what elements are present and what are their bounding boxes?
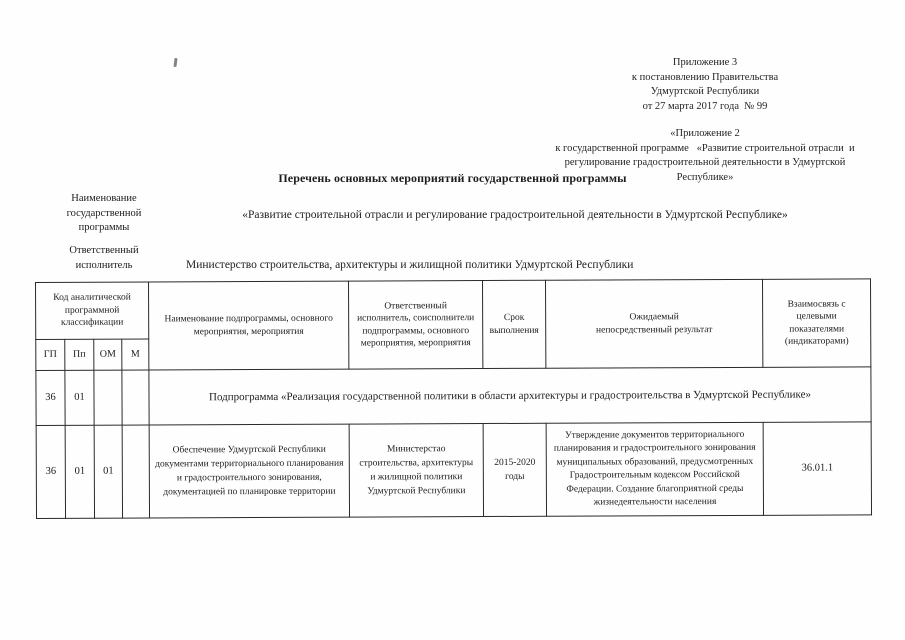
- cell-text-line: муниципальных образований, предусмотренн…: [556, 456, 754, 468]
- header-line: Код аналитической: [53, 292, 131, 304]
- cell-m: [121, 370, 150, 426]
- cell-measure-name: Обеспечение Удмуртской Республики докуме…: [149, 424, 350, 519]
- header-responsible-executor: Ответственный исполнитель, соисполнители…: [348, 280, 483, 370]
- meta-label-line: Наименование: [71, 193, 137, 204]
- cell-text-line: и градостроительного зонирования,: [176, 472, 322, 484]
- header-line: Срок: [503, 312, 525, 323]
- header-line: мероприятия, мероприятия: [193, 326, 304, 337]
- cell-pp: 01: [65, 425, 95, 519]
- cell-om: [93, 370, 123, 426]
- cell-text-line: 2015-2020: [494, 457, 536, 468]
- header-code-pp: Пп: [64, 339, 94, 371]
- cell-text-line: Федерации. Создание благоприятной среды: [566, 483, 744, 495]
- header-line: подпрограммы, основного: [362, 325, 470, 337]
- meta-label-program-name: Наименование государственной программы: [40, 192, 168, 236]
- table-row: 36 01 01 Обеспечение Удмуртской Республи…: [36, 421, 872, 519]
- appendix-reference-block: Приложение 3 к постановлению Правительст…: [520, 56, 890, 185]
- cell-text-line: и жилищной политики: [370, 472, 463, 483]
- appendix-block-2: «Приложение 2 к государственной программ…: [520, 127, 890, 185]
- cell-text-line: Утверждение документов территориального: [564, 429, 745, 441]
- cell-text-line: документами территориального планировани…: [155, 458, 344, 470]
- appendix-line: регулирование градостроительной деятельн…: [564, 157, 846, 168]
- scan-artifact-speck: [173, 57, 178, 68]
- header-line: выполнения: [489, 325, 539, 336]
- meta-label-line: государственной: [66, 207, 142, 219]
- header-line: целевыми: [796, 311, 837, 322]
- table-body: 36 01 Подпрограмма «Реализация государст…: [35, 366, 872, 519]
- cell-m: [122, 425, 150, 519]
- cell-text-line: жизнедеятельности населения: [593, 497, 717, 508]
- page-title: Перечень основных мероприятий государств…: [278, 171, 627, 185]
- header-code-om: ОМ: [93, 339, 122, 371]
- cell-gp: 36: [35, 370, 66, 426]
- appendix-line: к постановлению Правительства: [631, 71, 779, 83]
- cell-term: 2015-2020 годы: [483, 423, 547, 517]
- header-line: (индикаторами): [784, 336, 849, 347]
- meta-label-line: исполнитель: [75, 259, 133, 271]
- header-code-gp: ГП: [35, 339, 65, 371]
- header-line: классификации: [61, 317, 124, 329]
- meta-value-program-name: «Развитие строительной отрасли и регулир…: [242, 209, 788, 221]
- meta-label-line: Ответственный: [69, 245, 139, 256]
- header-line: мероприятия, мероприятия: [360, 338, 471, 349]
- cell-text-line: планирования и градостроительного зониро…: [553, 442, 756, 454]
- meta-label-executor: Ответственный исполнитель: [40, 244, 168, 273]
- table-head: Код аналитической программной классифика…: [35, 278, 871, 371]
- header-target-indicator-link: Взаимосвязь с целевыми показателями (инд…: [762, 278, 871, 368]
- cell-text-line: Обеспечение Удмуртской Республики: [172, 444, 326, 456]
- meta-value-executor: Министерство строительства, архитектуры …: [186, 259, 634, 271]
- header-code-m: М: [121, 339, 149, 371]
- cell-responsible-executor: Министерстао строительства, архитектуры …: [349, 423, 484, 518]
- header-line: Ожидаемый: [629, 312, 679, 323]
- cell-om: 01: [94, 425, 123, 519]
- header-line: Ответственный: [384, 300, 447, 311]
- meta-label-line: программы: [78, 222, 130, 233]
- cell-text-line: документацией по планировке территории: [163, 486, 336, 498]
- header-line: Наименование подпрограммы, основного: [164, 313, 333, 325]
- cell-target-indicator-link: 36.01.1: [763, 421, 872, 516]
- appendix-line: Республике»: [676, 171, 734, 183]
- main-table-wrapper: Код аналитической программной классифика…: [35, 278, 872, 525]
- header-line: показателями: [789, 323, 845, 335]
- cell-pp: 01: [64, 370, 95, 426]
- measures-table: Код аналитической программной классифика…: [35, 278, 872, 519]
- appendix-block-1: Приложение 3 к постановлению Правительст…: [520, 56, 890, 114]
- appendix-line: от 27 марта 2017 года № 99: [642, 100, 768, 112]
- appendix-line: Удмуртской Республики: [650, 86, 760, 97]
- cell-text-line: годы: [505, 471, 525, 482]
- cell-text-line: Градостроительным кодексом Российской: [569, 469, 740, 481]
- appendix-line: «Приложение 2: [670, 128, 740, 139]
- header-term: Срок выполнения: [482, 280, 546, 369]
- table-header-row-1: Код аналитической программной классифика…: [35, 278, 871, 371]
- table-row-subprogram: 36 01 Подпрограмма «Реализация государст…: [35, 366, 872, 426]
- cell-text-line: строительства, архитектуры: [359, 458, 474, 469]
- header-line: Взаимосвязь с: [787, 298, 846, 310]
- header-line: непосредственный результат: [596, 324, 713, 336]
- header-measure-name: Наименование подпрограммы, основного мер…: [148, 281, 349, 371]
- cell-subprogram-title: Подпрограмма «Реализация государственной…: [148, 366, 872, 426]
- cell-text-line: Министерстао: [386, 444, 446, 455]
- header-expected-result: Ожидаемый непосредственный результат: [545, 279, 763, 369]
- cell-text-line: Удмуртской Республики: [367, 486, 466, 497]
- cell-gp: 36: [36, 425, 66, 519]
- spacer: [520, 114, 890, 127]
- header-code-classification: Код аналитической программной классифика…: [35, 282, 149, 340]
- cell-expected-result: Утверждение документов территориального …: [546, 422, 764, 517]
- header-line: программной: [64, 305, 120, 316]
- appendix-line: к государственной программе «Развитие ст…: [555, 142, 855, 154]
- appendix-line: Приложение 3: [672, 57, 738, 68]
- header-line: исполнитель, соисполнители: [357, 313, 475, 324]
